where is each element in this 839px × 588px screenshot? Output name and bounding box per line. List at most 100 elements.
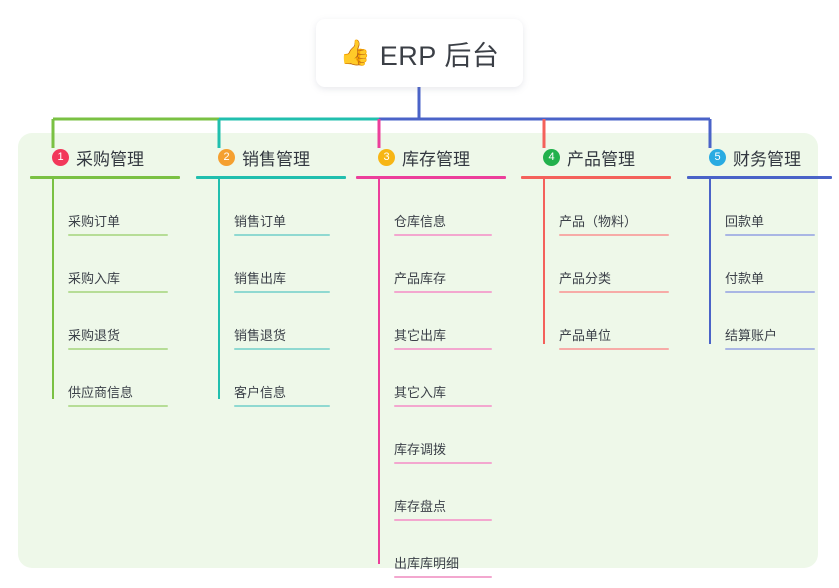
list-item[interactable]: 回款单 (687, 179, 832, 236)
column-title-1: 采购管理 (76, 149, 144, 169)
list-item-rule (394, 519, 492, 521)
list-item[interactable]: 采购退货 (30, 293, 180, 350)
column-badge-2: 2 (218, 148, 235, 166)
list-item[interactable]: 销售订单 (196, 179, 346, 236)
list-item[interactable]: 其它入库 (356, 350, 506, 407)
column-stem-2 (218, 179, 220, 399)
list-item-label: 客户信息 (234, 385, 287, 400)
list-item[interactable]: 结算账户 (687, 293, 832, 350)
column-stem-4 (543, 179, 545, 344)
list-item[interactable]: 供应商信息 (30, 350, 180, 407)
list-item-label: 采购退货 (68, 328, 121, 343)
root-node[interactable]: 👍 ERP 后台 (316, 19, 523, 87)
list-item-rule (394, 348, 492, 350)
list-item-rule (725, 234, 815, 236)
list-item-label: 销售退货 (234, 328, 287, 343)
list-item-label: 产品库存 (394, 271, 447, 286)
list-item-body: 销售出库 (196, 236, 346, 291)
column-1: 1 采购管理采购订单采购入库采购退货供应商信息 (30, 142, 180, 407)
list-item-rule (725, 291, 815, 293)
list-item-label: 结算账户 (725, 328, 778, 343)
list-item-rule (725, 348, 815, 350)
list-item-body: 采购订单 (30, 179, 180, 234)
list-item-rule (234, 234, 330, 236)
list-item[interactable]: 其它出库 (356, 293, 506, 350)
thumbs-up-icon: 👍 (339, 38, 371, 67)
list-item-rule (234, 405, 330, 407)
list-item[interactable]: 产品单位 (521, 293, 671, 350)
list-item-label: 库存调拨 (394, 442, 447, 457)
column-badge-1: 1 (52, 148, 69, 166)
column-title-3: 库存管理 (402, 149, 470, 169)
column-badge-4: 4 (543, 148, 560, 166)
column-items-4: 产品（物料） 产品分类产品单位 (521, 179, 671, 350)
list-item[interactable]: 销售出库 (196, 236, 346, 293)
list-item-body: 产品单位 (521, 293, 671, 348)
column-badge-5: 5 (709, 148, 726, 166)
list-item-body: 出库库明细 (356, 521, 506, 576)
list-item-label: 采购入库 (68, 271, 121, 286)
list-item-label: 产品（物料） (559, 214, 638, 229)
list-item[interactable]: 采购订单 (30, 179, 180, 236)
column-rule-2 (196, 176, 346, 179)
list-item-body: 客户信息 (196, 350, 346, 405)
list-item-label: 仓库信息 (394, 214, 447, 229)
list-item-body: 其它入库 (356, 350, 506, 405)
column-items-3: 仓库信息产品库存其它出库其它入库库存调拨库存盘点出库库明细 (356, 179, 506, 578)
column-items-1: 采购订单采购入库采购退货供应商信息 (30, 179, 180, 407)
list-item-body: 库存盘点 (356, 464, 506, 519)
list-item-body: 供应商信息 (30, 350, 180, 405)
list-item[interactable]: 客户信息 (196, 350, 346, 407)
list-item-label: 其它出库 (394, 328, 447, 343)
list-item-body: 其它出库 (356, 293, 506, 348)
list-item-label: 产品分类 (559, 271, 612, 286)
column-stem-3 (378, 179, 380, 564)
list-item[interactable]: 产品库存 (356, 236, 506, 293)
list-item-body: 付款单 (687, 236, 832, 291)
column-header-1[interactable]: 1 采购管理 (30, 142, 180, 172)
column-items-5: 回款单付款单结算账户 (687, 179, 832, 350)
list-item-label: 采购订单 (68, 214, 121, 229)
list-item-label: 销售出库 (234, 271, 287, 286)
list-item-rule (234, 348, 330, 350)
root-title: ERP 后台 (379, 40, 500, 71)
list-item[interactable]: 产品分类 (521, 236, 671, 293)
list-item[interactable]: 库存盘点 (356, 464, 506, 521)
list-item[interactable]: 仓库信息 (356, 179, 506, 236)
list-item-rule (394, 291, 492, 293)
list-item[interactable]: 出库库明细 (356, 521, 506, 578)
column-rule-1 (30, 176, 180, 179)
column-rule-4 (521, 176, 671, 179)
column-rule-3 (356, 176, 506, 179)
list-item-rule (68, 348, 168, 350)
column-stem-5 (709, 179, 711, 344)
list-item-label: 销售订单 (234, 214, 287, 229)
list-item-rule (394, 576, 492, 578)
column-items-2: 销售订单销售出库销售退货客户信息 (196, 179, 346, 407)
list-item[interactable]: 销售退货 (196, 293, 346, 350)
list-item-label: 其它入库 (394, 385, 447, 400)
list-item-label: 回款单 (725, 214, 765, 229)
list-item[interactable]: 产品（物料） (521, 179, 671, 236)
list-item-rule (559, 234, 669, 236)
list-item-rule (68, 405, 168, 407)
list-item-body: 库存调拨 (356, 407, 506, 462)
list-item[interactable]: 付款单 (687, 236, 832, 293)
list-item[interactable]: 采购入库 (30, 236, 180, 293)
list-item-body: 销售退货 (196, 293, 346, 348)
list-item-body: 产品分类 (521, 236, 671, 291)
list-item-body: 产品（物料） (521, 179, 671, 234)
list-item[interactable]: 库存调拨 (356, 407, 506, 464)
list-item-body: 销售订单 (196, 179, 346, 234)
list-item-rule (394, 234, 492, 236)
list-item-body: 产品库存 (356, 236, 506, 291)
list-item-rule (559, 291, 669, 293)
